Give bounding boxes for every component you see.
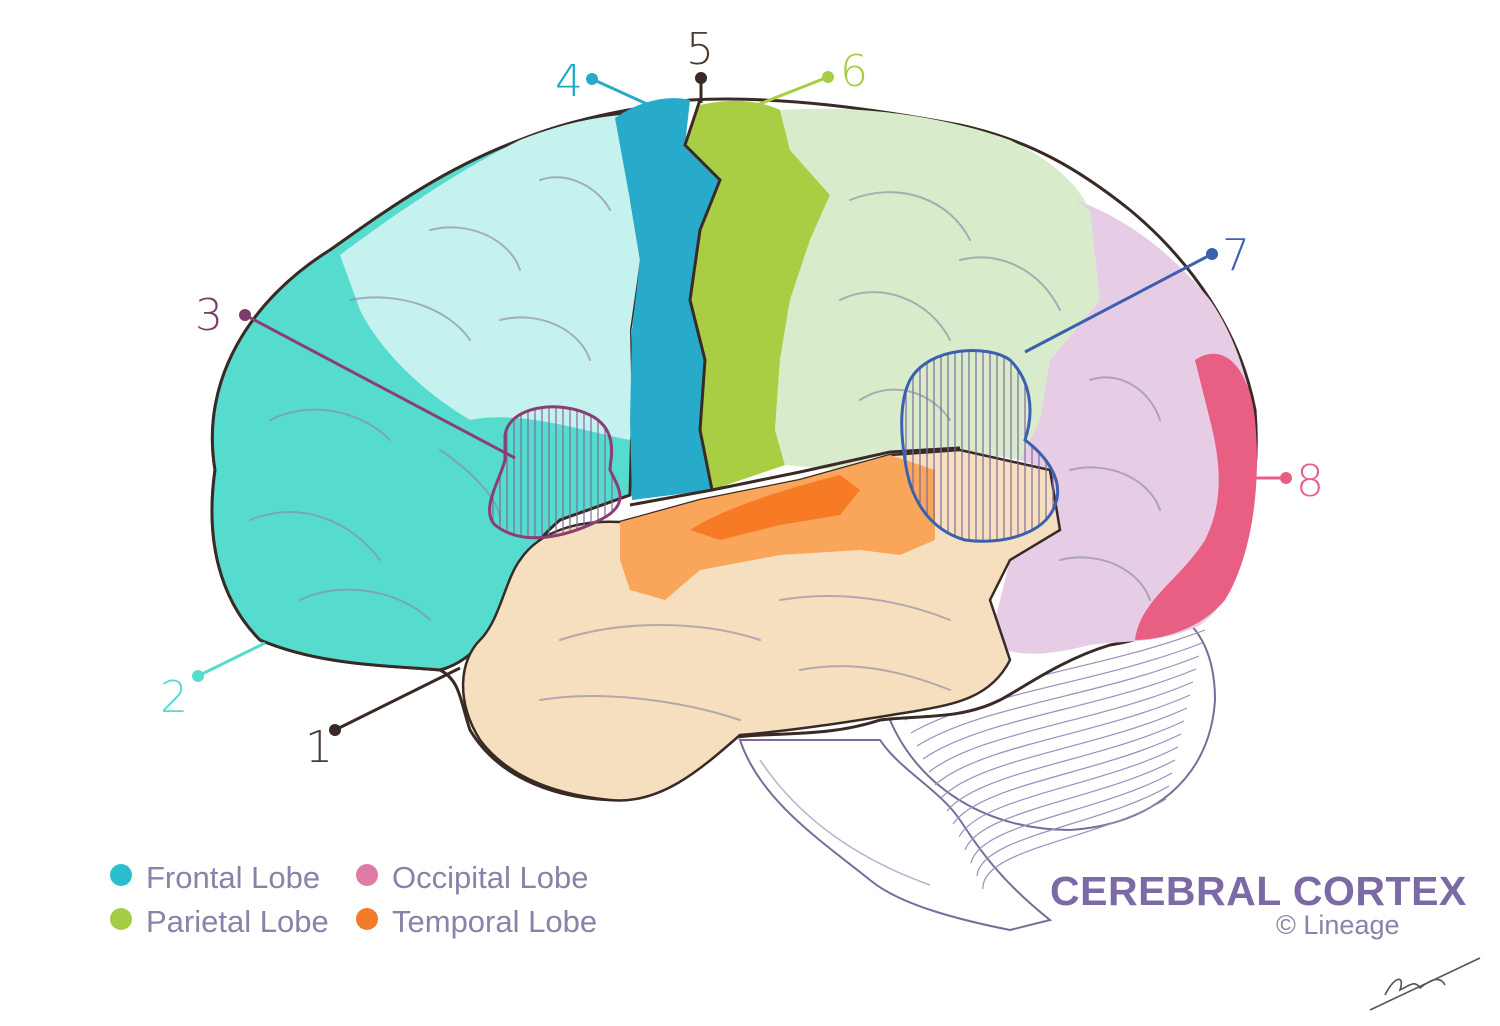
- leader-line-7: [1024, 252, 1213, 354]
- cerebellum-fold-line: [970, 772, 1173, 864]
- motor-cortex: [615, 98, 720, 500]
- copyright-text: © Lineage: [1276, 910, 1400, 940]
- cerebellum-fold-line: [946, 720, 1185, 812]
- legend-dot-occipital: [356, 864, 378, 886]
- cerebellum-fold-line: [958, 746, 1179, 838]
- cerebellum-fold-line: [934, 694, 1191, 786]
- leader-line-4: [591, 77, 648, 106]
- frontal-lobe-upper: [340, 114, 650, 440]
- leader-line-3: [244, 313, 516, 460]
- legend-dot-temporal: [356, 908, 378, 930]
- cerebellum-fold-line: [910, 642, 1203, 734]
- leader-line-2: [197, 641, 266, 678]
- gyri-texture: [249, 176, 1161, 721]
- legend-dot-frontal: [110, 864, 132, 886]
- legend-dot-parietal: [110, 908, 132, 930]
- diagram-title: CEREBRAL CORTEX: [1050, 868, 1467, 914]
- leader-dots: [192, 71, 1292, 736]
- occipital-lobe: [990, 200, 1256, 654]
- label-6: 6: [840, 46, 868, 97]
- label-2: 2: [160, 672, 188, 723]
- cerebellum-fold-line: [940, 707, 1188, 799]
- cerebellum-fold-line: [928, 681, 1194, 773]
- central-sulcus: [683, 99, 722, 491]
- legend: Frontal Lobe Parietal Lobe Occipital Lob…: [110, 860, 630, 950]
- cerebellum-fold-line: [916, 655, 1200, 747]
- label-8: 8: [1296, 456, 1324, 507]
- cerebellum-fold-line: [964, 759, 1176, 851]
- brainstem: [738, 739, 1053, 932]
- wernickes-area: [900, 349, 1060, 543]
- brocas-area: [488, 405, 622, 540]
- label-1: 1: [305, 722, 333, 773]
- legend-label-frontal: Frontal Lobe: [146, 860, 321, 895]
- label-3: 3: [195, 290, 223, 341]
- somatosensory-cortex: [685, 100, 830, 490]
- legend-label-temporal: Temporal Lobe: [392, 904, 598, 939]
- label-4: 4: [555, 56, 583, 107]
- cerebellum-fold-line: [982, 798, 1167, 890]
- label-5: 5: [686, 24, 714, 75]
- label-7: 7: [1222, 230, 1250, 281]
- cerebellum-fold-line: [922, 668, 1197, 760]
- artist-signature: [1369, 957, 1481, 1011]
- leader-line-6: [756, 75, 829, 107]
- cerebellum-fold-line: [952, 733, 1182, 825]
- auditory-core: [690, 475, 860, 540]
- cerebellum-fold-line: [976, 785, 1170, 877]
- legend-label-parietal: Parietal Lobe: [146, 904, 329, 939]
- legend-label-occipital: Occipital Lobe: [392, 860, 589, 895]
- occipital-pole: [1135, 353, 1257, 640]
- leader-line-1: [334, 666, 461, 732]
